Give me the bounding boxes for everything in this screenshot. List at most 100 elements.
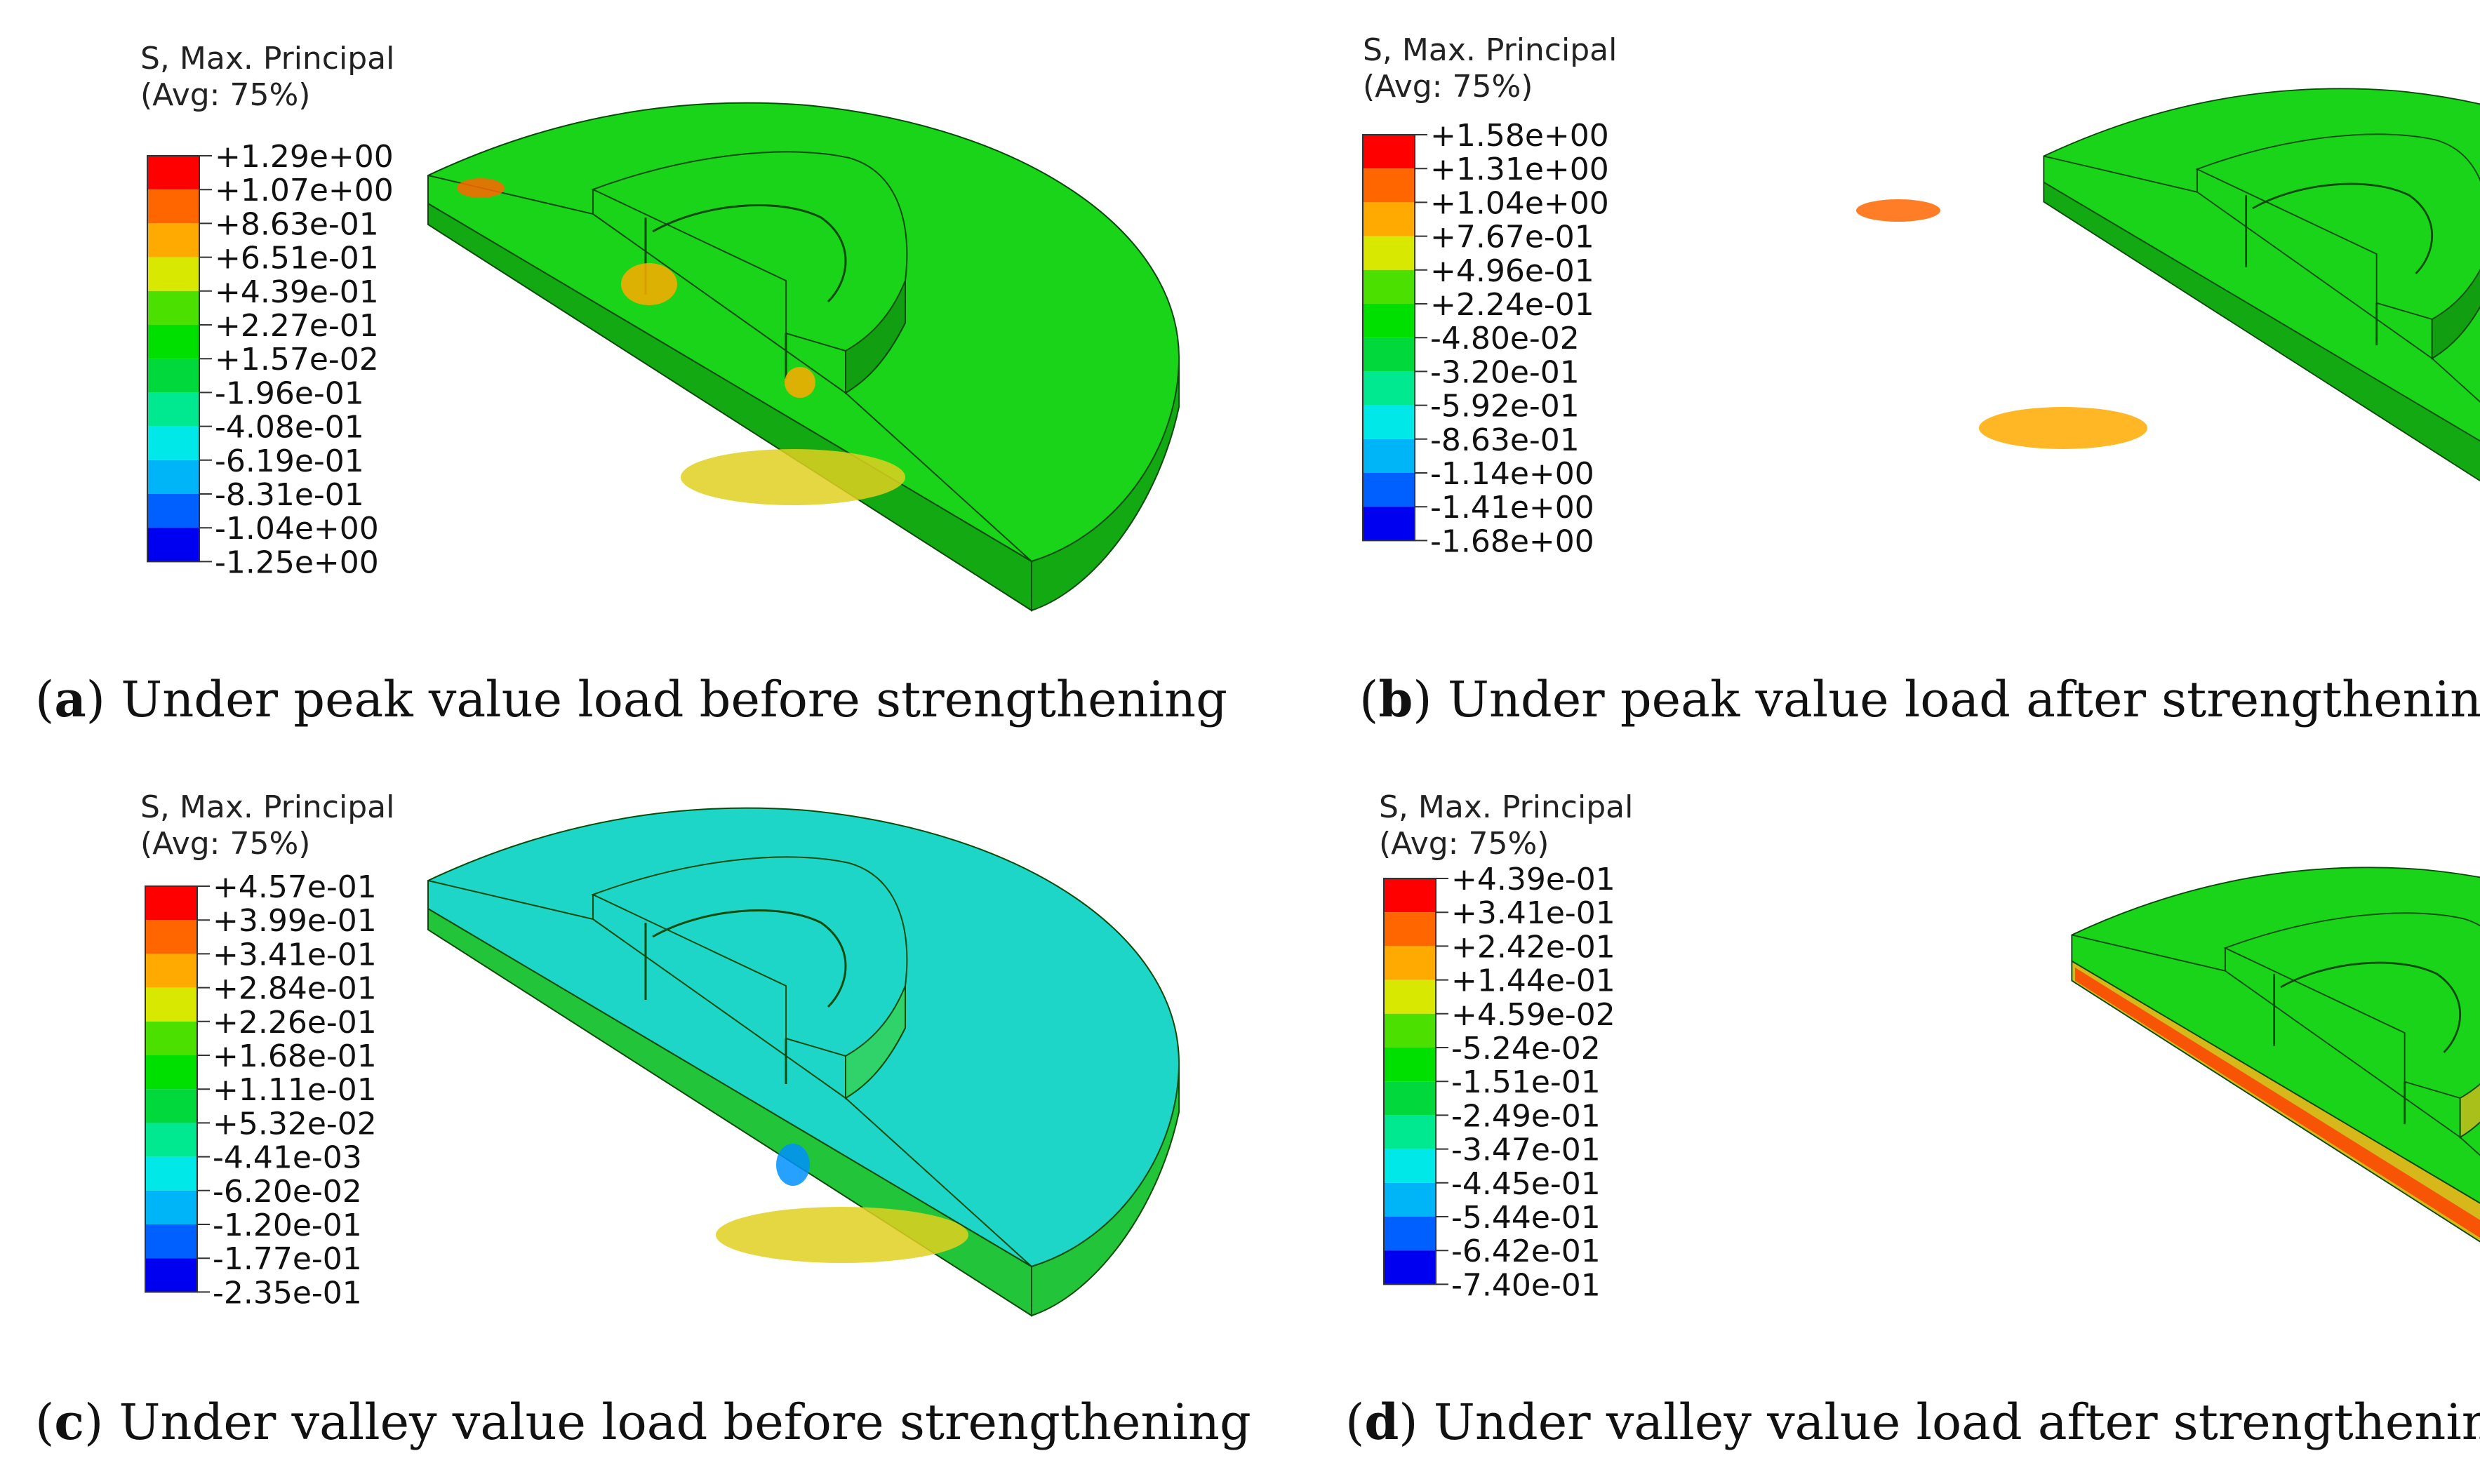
legend-value: -8.31e-01 [215, 477, 364, 513]
legend-value: +1.68e-01 [213, 1038, 377, 1074]
legend-swatch [1384, 1013, 1436, 1048]
legend-swatch [145, 987, 197, 1022]
legend-swatch [147, 460, 199, 494]
legend: S, Max. Principal(Avg: 75%)+4.57e-01+3.9… [140, 789, 394, 1311]
legend-value: -1.68e+00 [1430, 523, 1594, 559]
legend-value: -1.04e+00 [215, 511, 379, 547]
legend-value: -5.92e-01 [1430, 389, 1580, 425]
panel-d: S, Max. Principal(Avg: 75%)+4.39e-01+3.4… [1240, 758, 2480, 1484]
legend-swatch [1363, 473, 1415, 507]
legend-value: +1.04e+00 [1430, 185, 1609, 221]
legend-value: +3.99e-01 [213, 903, 377, 939]
legend-value: +5.32e-02 [213, 1106, 377, 1142]
legend-value: +4.59e-02 [1451, 997, 1615, 1033]
legend-swatch [1384, 1115, 1436, 1149]
legend-title: S, Max. Principal [140, 41, 394, 76]
legend-swatch [145, 920, 197, 954]
legend-value: +1.11e-01 [213, 1072, 377, 1108]
legend-swatch [1363, 405, 1415, 439]
legend-avg: (Avg: 75%) [1379, 826, 1549, 862]
legend-value: -6.42e-01 [1451, 1234, 1601, 1269]
legend-swatch [147, 392, 199, 427]
legend-value: +2.42e-01 [1451, 929, 1615, 965]
legend-swatch [147, 325, 199, 359]
legend-swatch [145, 1190, 197, 1224]
legend-swatch [147, 290, 199, 325]
legend-swatch [147, 257, 199, 291]
panel-c: S, Max. Principal(Avg: 75%)+4.57e-01+3.9… [0, 758, 1251, 1484]
legend-value: -4.45e-01 [1451, 1166, 1601, 1202]
slab-model [427, 102, 1180, 612]
legend-value: +2.27e-01 [215, 308, 379, 344]
legend-swatch [147, 426, 199, 460]
legend: S, Max. Principal(Avg: 75%)+1.29e+00+1.0… [140, 41, 394, 580]
legend-title: S, Max. Principal [140, 789, 394, 825]
legend-value: +4.96e-01 [1430, 253, 1594, 289]
legend-value: -6.19e-01 [215, 443, 364, 479]
legend-value: -3.47e-01 [1451, 1132, 1601, 1168]
stress-hotspot [776, 1144, 810, 1186]
legend-swatch [145, 1123, 197, 1157]
legend-swatch [1363, 439, 1415, 473]
legend-swatch [145, 1224, 197, 1259]
contour-figure: S, Max. Principal(Avg: 75%)+4.57e-01+3.9… [140, 789, 1180, 1317]
legend-swatch [1384, 878, 1436, 913]
legend-swatch [145, 954, 197, 988]
legend-title: S, Max. Principal [1363, 32, 1617, 68]
stress-hotspot [1856, 199, 1940, 222]
legend-value: -6.20e-02 [213, 1174, 362, 1210]
legend-value: +2.84e-01 [213, 971, 377, 1007]
legend-value: -5.44e-01 [1451, 1200, 1601, 1236]
legend-value: -1.96e-01 [215, 375, 364, 411]
legend-value: -2.35e-01 [213, 1275, 362, 1311]
legend-value: -1.41e+00 [1430, 490, 1594, 526]
legend-swatch [1363, 202, 1415, 236]
legend-value: +4.39e-01 [1451, 862, 1615, 897]
legend-value: -7.40e-01 [1451, 1267, 1601, 1303]
legend-value: +6.51e-01 [215, 241, 379, 276]
legend-swatch [1384, 980, 1436, 1014]
legend-swatch [1363, 507, 1415, 541]
legend-title: S, Max. Principal [1379, 789, 1633, 825]
legend-swatch [1384, 1250, 1436, 1285]
legend-value: +1.44e-01 [1451, 963, 1615, 999]
legend-swatch [145, 1021, 197, 1055]
legend-value: +2.26e-01 [213, 1005, 377, 1041]
legend-value: -1.25e+00 [215, 544, 379, 580]
legend-value: -4.80e-02 [1430, 321, 1580, 356]
legend-swatch [145, 1089, 197, 1123]
stress-hotspot [457, 178, 505, 198]
legend-swatch [147, 359, 199, 393]
legend-value: +1.31e+00 [1430, 152, 1609, 187]
legend-value: +1.29e+00 [215, 139, 394, 175]
legend-swatch [1363, 304, 1415, 338]
stress-hotspot [716, 1207, 968, 1263]
legend-swatch [1363, 337, 1415, 372]
legend-swatch [1363, 135, 1415, 169]
legend-swatch [1384, 1217, 1436, 1251]
panel-b: S, Max. Principal(Avg: 75%)+1.58e+00+1.3… [1240, 0, 2480, 761]
ring-side [2431, 269, 2480, 360]
ring-side [2459, 1083, 2480, 1139]
legend-value: -2.49e-01 [1451, 1098, 1601, 1134]
caption: (d) Under valley value load after streng… [1345, 1393, 2480, 1451]
legend-swatch [147, 189, 199, 224]
legend-value: -5.24e-02 [1451, 1031, 1601, 1067]
legend-swatch [1384, 1182, 1436, 1217]
caption: (a) Under peak value load before strengt… [35, 670, 1227, 728]
legend-swatch [145, 886, 197, 921]
legend-swatch [1363, 371, 1415, 406]
legend-avg: (Avg: 75%) [1363, 69, 1533, 105]
stress-hotspot [681, 449, 905, 505]
legend-swatch [1363, 236, 1415, 270]
legend: S, Max. Principal(Avg: 75%)+4.39e-01+3.4… [1379, 789, 1633, 1303]
ring-side [845, 985, 906, 1099]
stress-hotspot [621, 263, 677, 305]
legend-value: -1.20e-01 [213, 1208, 362, 1243]
legend-value: -4.08e-01 [215, 410, 364, 446]
legend-swatch [1363, 269, 1415, 304]
legend-swatch [147, 494, 199, 528]
legend-value: -4.41e-03 [213, 1140, 362, 1176]
legend-swatch [147, 156, 199, 190]
legend-avg: (Avg: 75%) [140, 77, 310, 113]
